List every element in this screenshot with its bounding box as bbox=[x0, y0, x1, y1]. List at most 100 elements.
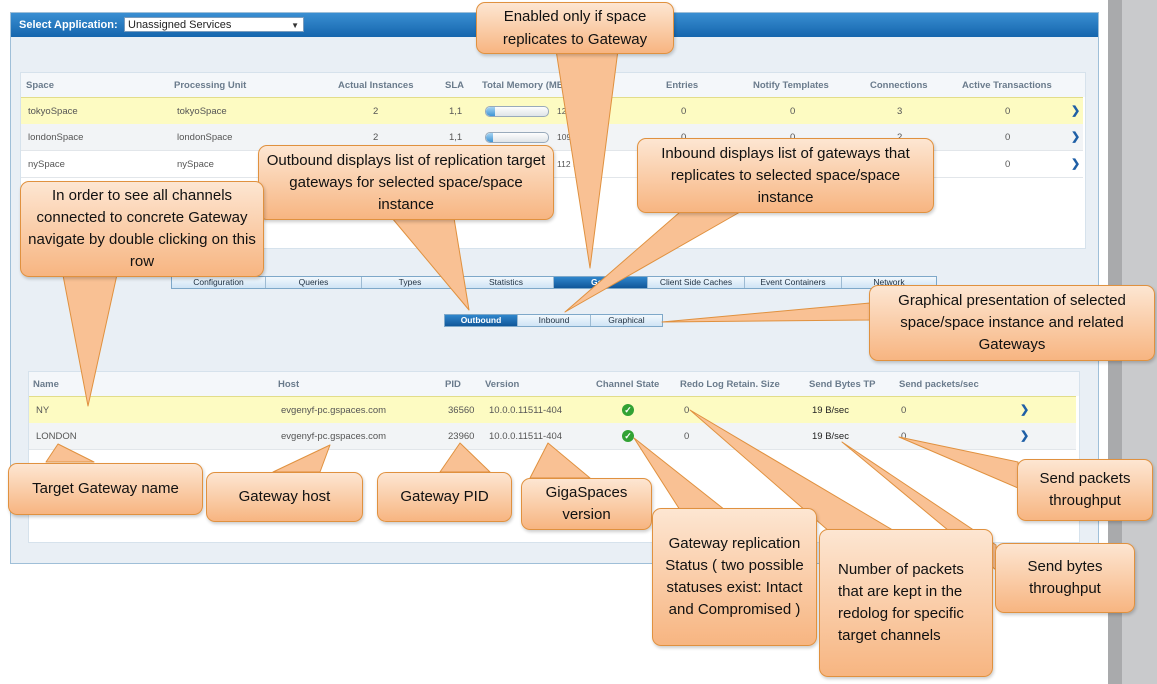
processing-unit: nySpace bbox=[177, 159, 214, 170]
check-circle-icon: ✓ bbox=[622, 430, 634, 442]
actual-instances: 2 bbox=[373, 132, 379, 143]
tab-gateways[interactable]: Gate bbox=[554, 277, 648, 288]
table-row[interactable]: NY evgenyf-pc.gspaces.com 36560 10.0.0.1… bbox=[29, 396, 1076, 424]
tab-client-side-caches[interactable]: Client Side Caches bbox=[648, 277, 745, 288]
processing-unit: londonSpace bbox=[177, 132, 233, 143]
gateway-version: 10.0.0.11511-404 bbox=[489, 405, 563, 416]
notify-templates: 0 bbox=[790, 132, 795, 143]
callout-graphical: Graphical presentation of selected space… bbox=[869, 285, 1155, 361]
gateway-pid: 23960 bbox=[448, 431, 475, 442]
check-circle-icon: ✓ bbox=[622, 404, 634, 416]
entries: 0 bbox=[681, 132, 686, 143]
dropdown-arrow-icon[interactable]: ▼ bbox=[291, 21, 299, 30]
gateway-header: Name Host PID Version Channel State Redo… bbox=[29, 372, 1079, 396]
col-entries[interactable]: Entries bbox=[666, 80, 699, 91]
space-tabs: Configuration Queries Types Statistics G… bbox=[171, 276, 937, 289]
spaces-header: Space Processing Unit Actual Instances S… bbox=[21, 73, 1085, 97]
chevron-right-icon[interactable]: ❯ bbox=[1020, 430, 1030, 442]
gateway-subtabs: Outbound Inbound Graphical bbox=[444, 314, 663, 327]
col-pid[interactable]: PID bbox=[445, 379, 461, 390]
send-bytes: 19 B/sec bbox=[812, 405, 849, 416]
tab-types[interactable]: Types bbox=[362, 277, 459, 288]
memory-bar bbox=[485, 106, 549, 117]
tab-inbound[interactable]: Inbound bbox=[518, 315, 591, 326]
callout-replication-status: Gateway replication Status ( two possibl… bbox=[652, 508, 817, 646]
gateway-name: LONDON bbox=[36, 431, 77, 442]
col-notify-templates[interactable]: Notify Templates bbox=[753, 80, 829, 91]
actual-instances: 2 bbox=[373, 106, 379, 117]
callout-target-name: Target Gateway name bbox=[8, 463, 203, 515]
tab-graphical[interactable]: Graphical bbox=[591, 315, 662, 326]
col-actual-instances[interactable]: Actual Instances bbox=[338, 80, 414, 91]
gateway-host: evgenyf-pc.gspaces.com bbox=[281, 431, 387, 442]
col-redo-log[interactable]: Redo Log Retain. Size bbox=[680, 379, 780, 390]
application-select[interactable]: Unassigned Services ▼ bbox=[124, 17, 304, 32]
callout-inbound: Inbound displays list of gateways that r… bbox=[637, 138, 934, 213]
callout-send-bytes: Send bytes throughput bbox=[995, 543, 1135, 613]
tab-statistics[interactable]: Statistics bbox=[459, 277, 554, 288]
tab-event-containers[interactable]: Event Containers bbox=[745, 277, 842, 288]
processing-unit: tokyoSpace bbox=[177, 106, 227, 117]
redo-log-size: 0 bbox=[684, 405, 690, 416]
sla: 1,1 bbox=[449, 132, 463, 143]
col-version[interactable]: Version bbox=[485, 379, 520, 390]
memory-value: 127 (14.0 bbox=[557, 106, 593, 116]
active-transactions: 0 bbox=[1005, 159, 1011, 170]
col-send-packets[interactable]: Send packets/sec bbox=[899, 379, 979, 390]
gateway-name: NY bbox=[36, 405, 50, 416]
tab-queries[interactable]: Queries bbox=[266, 277, 362, 288]
chevron-right-icon[interactable]: ❯ bbox=[1071, 105, 1081, 117]
table-row[interactable]: LONDON evgenyf-pc.gspaces.com 23960 10.0… bbox=[29, 423, 1076, 450]
memory-value: 109 (12.0 bbox=[557, 132, 593, 142]
tab-configuration[interactable]: Configuration bbox=[172, 277, 266, 288]
col-sla[interactable]: SLA bbox=[445, 80, 464, 91]
callout-outbound: Outbound displays list of replication ta… bbox=[258, 145, 554, 220]
col-space[interactable]: Space bbox=[26, 80, 54, 91]
selected-application: Unassigned Services bbox=[128, 19, 232, 31]
sla: 1,1 bbox=[449, 106, 463, 117]
chevron-right-icon[interactable]: ❯ bbox=[1020, 404, 1030, 416]
callout-gateway-host: Gateway host bbox=[206, 472, 363, 522]
col-host[interactable]: Host bbox=[278, 379, 300, 390]
callout-send-packets: Send packets throughput bbox=[1017, 459, 1153, 521]
select-application-label: Select Application: bbox=[19, 19, 118, 31]
memory-bar-fill bbox=[486, 107, 495, 116]
space-name: tokyoSpace bbox=[28, 106, 78, 117]
memory-bar bbox=[485, 132, 549, 143]
active-transactions: 0 bbox=[1005, 132, 1011, 143]
gateway-pid: 36560 bbox=[448, 405, 475, 416]
col-connections[interactable]: Connections bbox=[870, 80, 928, 91]
send-packets: 0 bbox=[901, 405, 907, 416]
connections: 3 bbox=[897, 106, 903, 117]
chevron-right-icon[interactable]: ❯ bbox=[1071, 131, 1081, 143]
memory-value: 112 (12.4 bbox=[557, 159, 593, 169]
memory-bar-fill bbox=[486, 133, 493, 142]
active-transactions: 0 bbox=[1005, 106, 1011, 117]
entries: 0 bbox=[681, 106, 687, 117]
space-name: nySpace bbox=[28, 159, 65, 170]
callout-navigate: In order to see all channels connected t… bbox=[20, 181, 264, 277]
tab-network[interactable]: Network bbox=[842, 277, 936, 288]
callout-gs-version: GigaSpaces version bbox=[521, 478, 652, 530]
space-name: londonSpace bbox=[28, 132, 84, 143]
chevron-right-icon[interactable]: ❯ bbox=[1071, 158, 1081, 170]
redo-log-size: 0 bbox=[684, 431, 690, 442]
notify-templates: 0 bbox=[790, 106, 796, 117]
gateway-version: 10.0.0.11511-404 bbox=[489, 431, 563, 442]
send-packets: 0 bbox=[901, 431, 907, 442]
connections: 2 bbox=[897, 132, 902, 143]
col-channel-state[interactable]: Channel State bbox=[596, 379, 660, 390]
send-bytes: 19 B/sec bbox=[812, 431, 849, 442]
table-row[interactable]: tokyoSpace tokyoSpace 2 1,1 127 (14.0 0 … bbox=[21, 97, 1083, 125]
callout-enabled-gateway: Enabled only if space replicates to Gate… bbox=[476, 2, 674, 54]
col-total-memory[interactable]: Total Memory (MB) bbox=[482, 80, 567, 91]
col-name[interactable]: Name bbox=[33, 379, 59, 390]
callout-redolog-packets: Number of packets that are kept in the r… bbox=[819, 529, 993, 677]
col-processing-unit[interactable]: Processing Unit bbox=[174, 80, 247, 91]
callout-gateway-pid: Gateway PID bbox=[377, 472, 512, 522]
tab-outbound[interactable]: Outbound bbox=[445, 315, 518, 326]
col-send-bytes[interactable]: Send Bytes TP bbox=[809, 379, 876, 390]
gateway-host: evgenyf-pc.gspaces.com bbox=[281, 405, 387, 416]
col-active-transactions[interactable]: Active Transactions bbox=[962, 80, 1052, 91]
